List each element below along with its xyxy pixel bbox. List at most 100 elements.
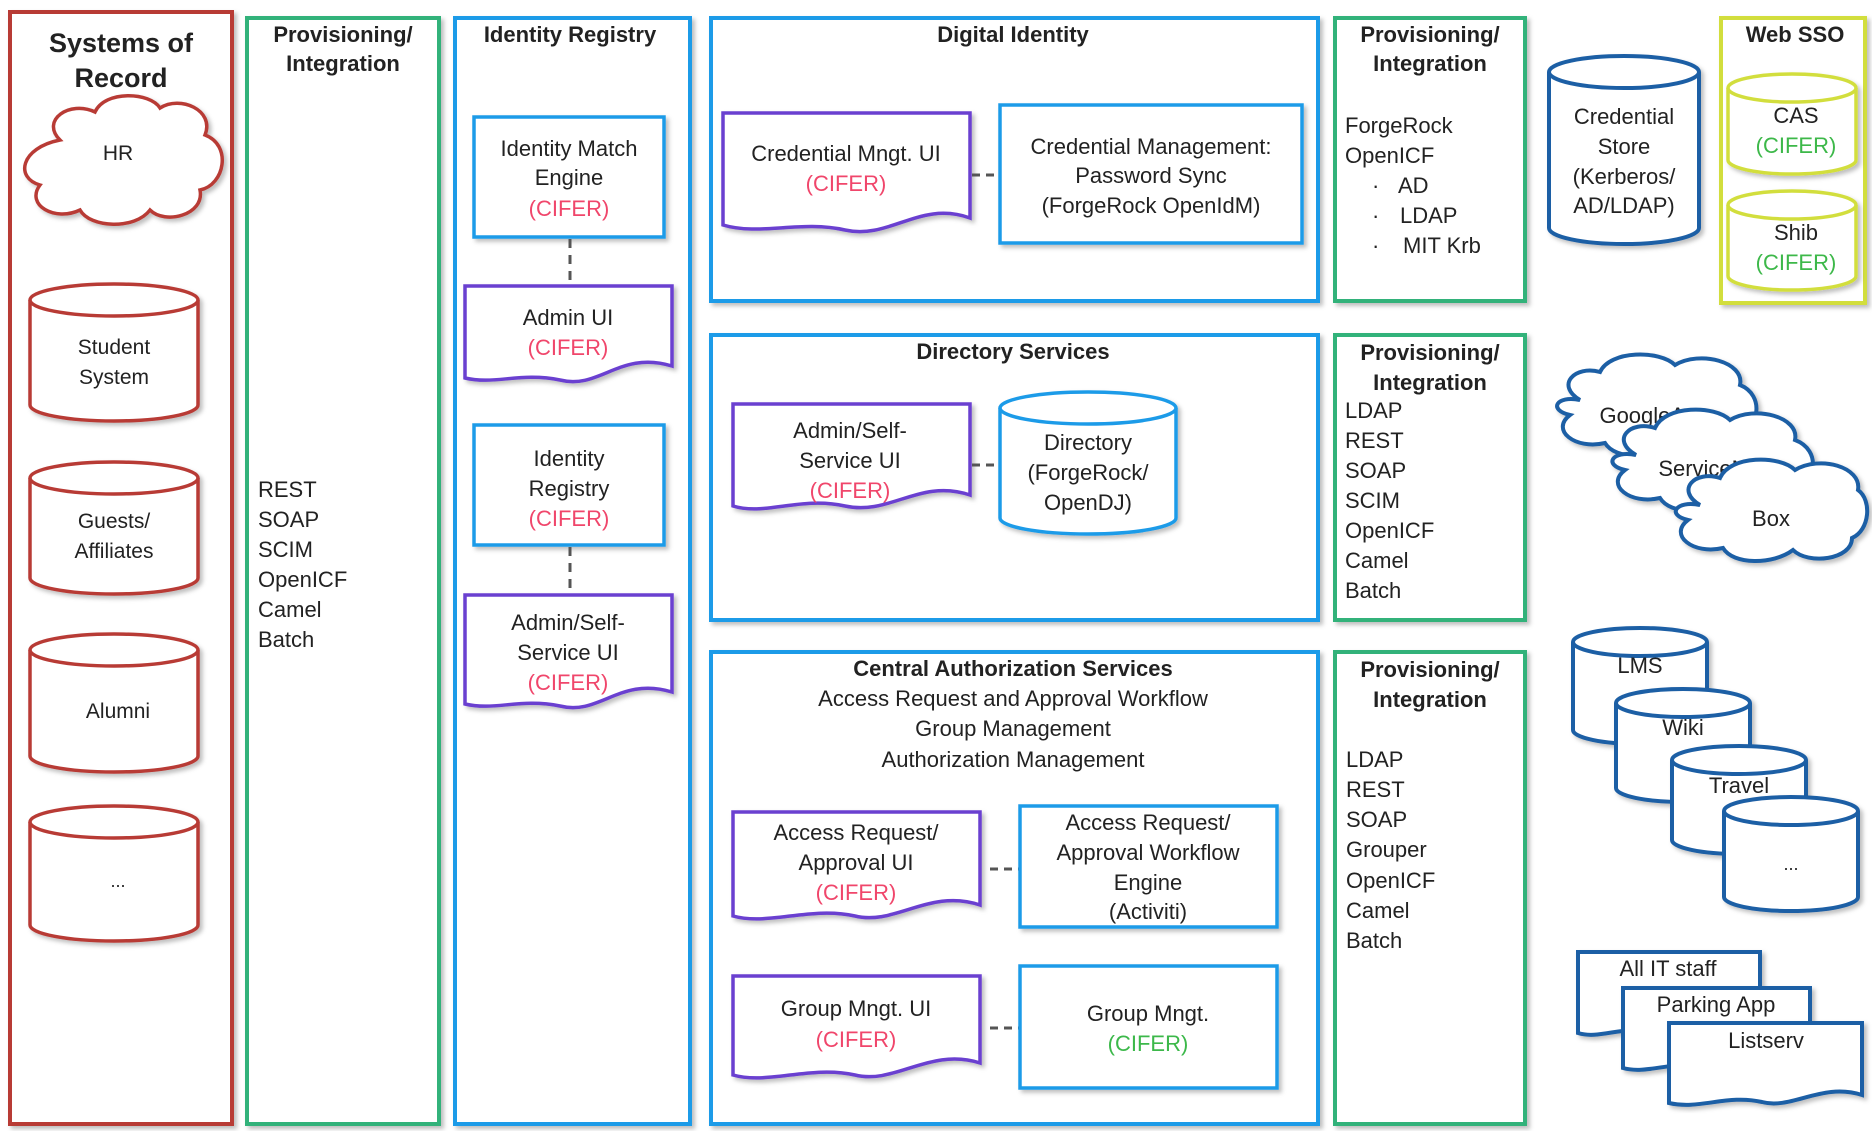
directory-line2: (ForgeRock/ [1027,460,1149,485]
ds-admin-line1: Admin/Self- [793,418,907,443]
prov-di-bullet: AD [1398,173,1429,198]
admin-self-line2: Service UI [517,640,618,665]
access-ui-cifer: (CIFER) [816,880,897,905]
db-label: Wiki [1662,715,1704,740]
cas-label: CAS [1773,103,1818,128]
cas-sub-line: Group Management [915,716,1111,741]
doc-label: All IT staff [1619,956,1717,981]
admin-ui-doc: Admin UI (CIFER) [463,284,674,384]
access-ui-line1: Access Request/ [773,820,939,845]
provisioning-directory-panel: Provisioning/ Integration LDAP REST SOAP… [1333,333,1527,622]
prov-ds-title-line1: Provisioning/ [1360,340,1499,365]
app-databases: LMS Wiki Travel ... [1571,626,1860,913]
prov-di-bullet: LDAP [1400,203,1457,228]
prov-ds-item: OpenICF [1345,518,1434,543]
prov-cas-item: Grouper [1346,837,1427,862]
prov-cas-item: REST [1346,777,1405,802]
cred-mgmt-line3: (ForgeRock OpenIdM) [1042,193,1261,218]
cred-mgmt-line1: Credential Management: [1031,134,1272,159]
more-systems-label: ... [110,871,125,891]
shib-label: Shib [1774,220,1818,245]
prov-di-item: ForgeRock [1345,113,1454,138]
group-mngt-box: Group Mngt. (CIFER) [1018,964,1279,1090]
cred-store-line1: Credential [1574,104,1674,129]
prov-ds-item: Batch [1345,578,1401,603]
group-mngt-cifer: (CIFER) [1108,1031,1189,1056]
ds-admin-self-doc: Admin/Self- Service UI (CIFER) [731,402,972,511]
approval-workflow-box: Access Request/ Approval Workflow Engine… [1018,804,1279,929]
prov-ds-item: LDAP [1345,398,1402,423]
prov-ds-title-line2: Integration [1373,370,1487,395]
doc-label: Parking App [1657,992,1776,1017]
credential-mngt-ui-doc: Credential Mngt. UI (CIFER) [721,111,972,234]
admin-self-cifer: (CIFER) [528,670,609,695]
prov-ds-item: SCIM [1345,488,1400,513]
cred-ui-cifer: (CIFER) [806,171,887,196]
identity-registry-panel: Identity Registry Identity Match Engine … [453,16,692,1126]
guests-label-line1: Guests/ [78,510,151,533]
cas-sub-line: Access Request and Approval Workflow [818,686,1208,711]
prov-cas-item: LDAP [1346,747,1403,772]
admin-self-line1: Admin/Self- [511,610,625,635]
systems-of-record-title-line2: Record [74,63,167,93]
identity-registry-title: Identity Registry [484,22,657,47]
workflow-line2: Approval Workflow [1057,840,1240,865]
prov-ds-item: REST [1345,428,1404,453]
web-sso-panel: Web SSO CAS (CIFER) Shib (CIFER) [1719,16,1867,305]
prov-cas-item: Batch [1346,928,1402,953]
cred-mgmt-line2: Password Sync [1075,163,1227,188]
identity-registry-box: Identity Registry (CIFER) [472,423,666,547]
group-ui-cifer: (CIFER) [816,1027,897,1052]
identity-match-engine-box: Identity Match Engine (CIFER) [472,115,666,239]
student-system-label-line1: Student [78,336,151,359]
db-label: Travel [1709,773,1769,798]
app-documents: All IT staff Parking App Listserv [1576,950,1864,1107]
prov-di-title-line2: Integration [1373,51,1487,76]
provisioning-cas-panel: Provisioning/ Integration LDAP REST SOAP… [1333,650,1527,1126]
directory-line3: OpenDJ) [1044,490,1132,515]
prov-main-item: SCIM [258,537,313,562]
bullet-dot: · [1372,233,1379,258]
systems-of-record-title-line1: Systems of [49,28,194,58]
prov-main-title-line1: Provisioning/ [273,22,412,47]
ds-admin-cifer: (CIFER) [810,478,891,503]
match-engine-line2: Engine [535,165,604,190]
provisioning-digital-identity-panel: Provisioning/ Integration ForgeRock Open… [1333,16,1527,303]
match-engine-line1: Identity Match [501,136,638,161]
ds-admin-line2: Service UI [799,448,900,473]
prov-cas-title-line2: Integration [1373,687,1487,712]
cred-store-line3: (Kerberos/ [1573,164,1677,189]
prov-main-title-line2: Integration [286,51,400,76]
cloud-label: Box [1752,506,1790,531]
access-request-ui-doc: Access Request/ Approval UI (CIFER) [731,810,982,921]
shib-cifer: (CIFER) [1756,250,1837,275]
hr-label: HR [103,142,133,165]
bullet-dot: · [1372,203,1379,228]
group-ui-label: Group Mngt. UI [781,996,931,1021]
more-systems-db: ... [28,804,200,943]
doc-label: Listserv [1728,1028,1804,1053]
cas-cifer: (CIFER) [1756,133,1837,158]
registry-line2: Registry [529,476,610,501]
db-label: ... [1783,854,1798,874]
student-system-db: Student System [28,282,200,423]
prov-ds-item: Camel [1345,548,1409,573]
workflow-line1: Access Request/ [1065,810,1231,835]
prov-di-title-line1: Provisioning/ [1360,22,1499,47]
guests-label-line2: Affiliates [75,540,154,563]
provisioning-main-panel: Provisioning/ Integration REST SOAP SCIM… [245,16,441,1126]
directory-db: Directory (ForgeRock/ OpenDJ) [998,390,1178,536]
prov-di-item: OpenICF [1345,143,1434,168]
prov-ds-item: SOAP [1345,458,1406,483]
access-ui-line2: Approval UI [799,850,914,875]
central-authorization-panel: Central Authorization Services Access Re… [709,650,1320,1126]
alumni-label: Alumni [86,700,150,723]
hr-cloud: HR [22,94,224,226]
box-cloud: Box [1674,457,1870,563]
guests-affiliates-db: Guests/ Affiliates [28,460,200,596]
bullet-dot: · [1372,173,1379,198]
admin-ui-cifer: (CIFER) [528,335,609,360]
credential-management-box: Credential Management: Password Sync (Fo… [998,103,1304,245]
prov-main-item: OpenICF [258,567,347,592]
web-sso-title: Web SSO [1746,22,1845,47]
